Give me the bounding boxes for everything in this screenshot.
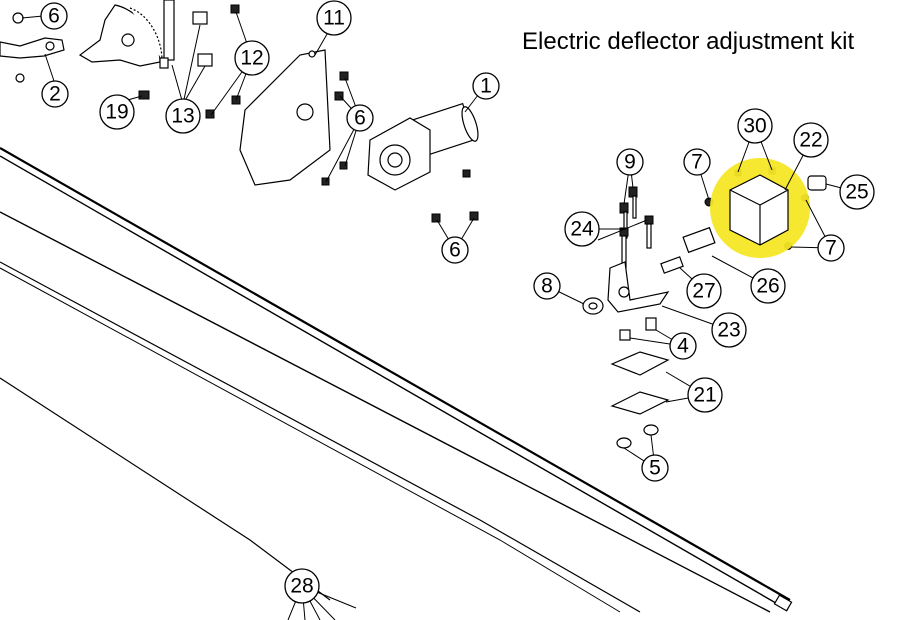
callout-7-upper: 7 bbox=[683, 148, 711, 176]
callout-21: 21 bbox=[687, 377, 723, 413]
svg-text:28: 28 bbox=[290, 575, 313, 598]
svg-text:9: 9 bbox=[624, 151, 636, 174]
callout-6-motor: 6 bbox=[346, 104, 374, 132]
svg-text:27: 27 bbox=[692, 280, 715, 303]
svg-text:13: 13 bbox=[171, 105, 194, 128]
svg-text:26: 26 bbox=[756, 275, 779, 298]
callout-12: 12 bbox=[234, 40, 270, 76]
svg-text:2: 2 bbox=[49, 83, 61, 106]
svg-text:19: 19 bbox=[105, 101, 128, 124]
svg-text:22: 22 bbox=[799, 129, 822, 152]
highlighted-switch-box bbox=[710, 158, 810, 258]
svg-text:6: 6 bbox=[48, 5, 60, 28]
svg-text:11: 11 bbox=[323, 7, 345, 30]
upper-left-parts bbox=[0, 0, 241, 119]
svg-text:25: 25 bbox=[845, 181, 868, 204]
svg-text:6: 6 bbox=[354, 107, 366, 130]
svg-text:7: 7 bbox=[691, 151, 703, 174]
svg-text:12: 12 bbox=[240, 47, 263, 70]
callout-11: 11 bbox=[316, 0, 352, 36]
callout-7-lower: 7 bbox=[817, 234, 845, 262]
cover-plate bbox=[239, 49, 349, 186]
diagram-title: Electric deflector adjustment kit bbox=[522, 28, 855, 55]
callout-30: 30 bbox=[737, 108, 773, 144]
callout-4: 4 bbox=[669, 332, 697, 360]
svg-text:4: 4 bbox=[677, 335, 689, 358]
callout-24: 24 bbox=[564, 211, 600, 247]
svg-text:6: 6 bbox=[449, 239, 461, 262]
svg-text:30: 30 bbox=[743, 115, 766, 138]
callout-28: 28 bbox=[284, 568, 320, 604]
callout-23: 23 bbox=[711, 312, 747, 348]
svg-text:8: 8 bbox=[541, 275, 553, 298]
deflector-rails bbox=[0, 147, 793, 613]
callout-6-nuts: 6 bbox=[441, 236, 469, 264]
callout-6-top-left: 6 bbox=[40, 2, 68, 30]
callout-25: 25 bbox=[839, 174, 875, 210]
callout-19: 19 bbox=[99, 94, 135, 130]
callout-8: 8 bbox=[533, 272, 561, 300]
callout-22: 22 bbox=[793, 122, 829, 158]
callout-27: 27 bbox=[686, 273, 722, 309]
svg-text:5: 5 bbox=[649, 457, 661, 480]
motor-assembly bbox=[321, 102, 479, 223]
callout-26: 26 bbox=[750, 268, 786, 304]
svg-text:1: 1 bbox=[480, 75, 492, 98]
svg-text:7: 7 bbox=[825, 237, 837, 260]
svg-text:24: 24 bbox=[570, 218, 594, 241]
callout-1: 1 bbox=[472, 72, 500, 100]
callout-5: 5 bbox=[641, 454, 669, 482]
callout-9: 9 bbox=[616, 148, 644, 176]
svg-text:23: 23 bbox=[717, 319, 740, 342]
callout-13: 13 bbox=[165, 98, 201, 134]
svg-text:21: 21 bbox=[693, 384, 716, 407]
callout-2: 2 bbox=[41, 80, 69, 108]
